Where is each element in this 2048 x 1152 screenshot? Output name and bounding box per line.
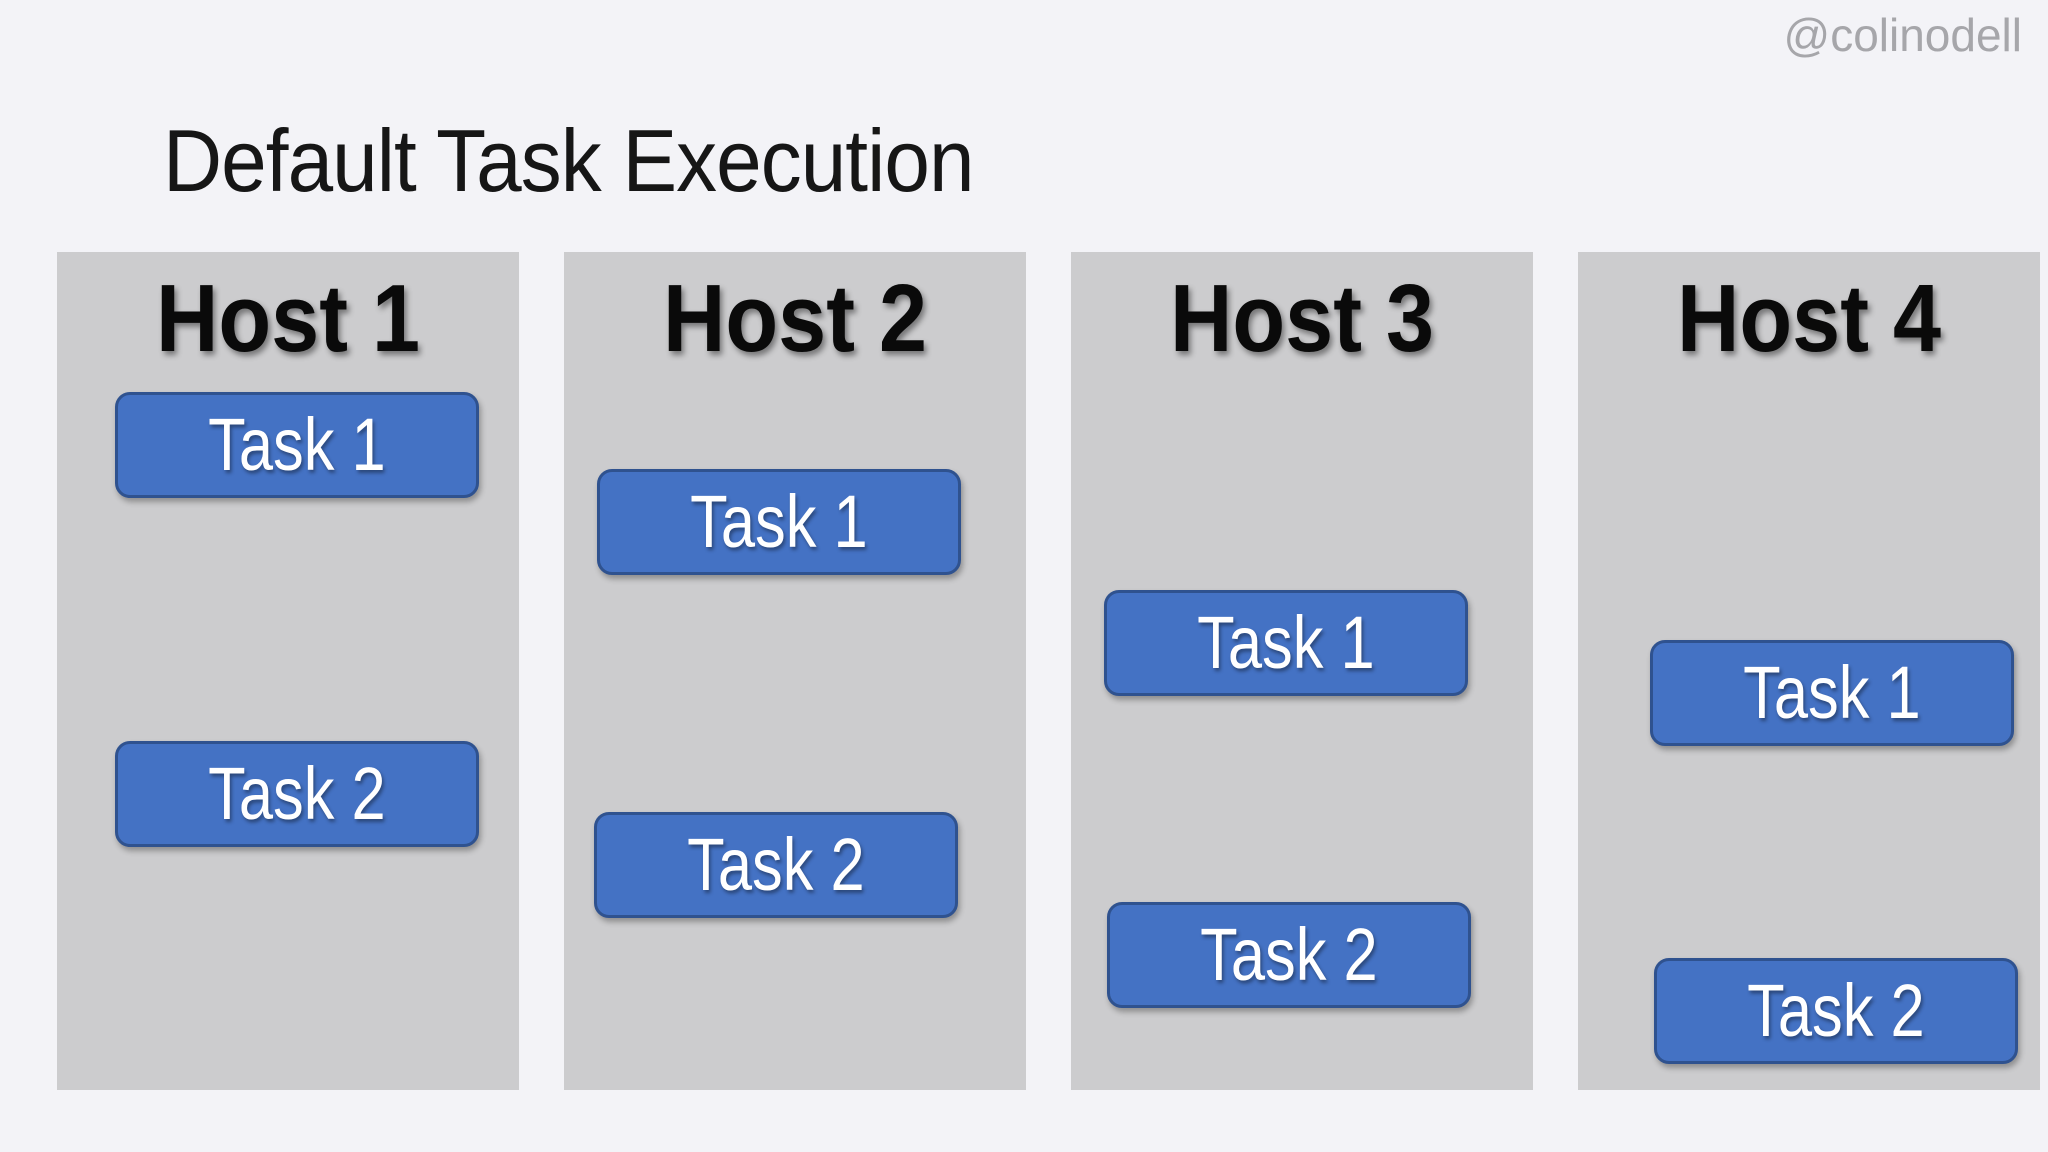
host-label: Host 1: [155, 265, 421, 372]
task-label: Task 1: [208, 403, 386, 486]
task-box: Task 2: [1654, 958, 2018, 1064]
host-column: Host 4 Task 1 Task 2: [1578, 252, 2040, 1090]
host-column: Host 2 Task 1 Task 2: [564, 252, 1026, 1090]
task-box: Task 2: [1107, 902, 1471, 1008]
task-label: Task 2: [1747, 969, 1925, 1052]
task-box: Task 1: [597, 469, 961, 575]
task-box: Task 2: [115, 741, 479, 847]
page-title: Default Task Execution: [163, 111, 974, 210]
task-label: Task 1: [690, 480, 868, 563]
host-label: Host 3: [1169, 265, 1435, 372]
task-label: Task 2: [1200, 913, 1378, 996]
task-box: Task 1: [1104, 590, 1468, 696]
task-box: Task 1: [115, 392, 479, 498]
host-column: Host 3 Task 1 Task 2: [1071, 252, 1533, 1090]
host-label: Host 4: [1676, 265, 1942, 372]
task-box: Task 1: [1650, 640, 2014, 746]
task-label: Task 1: [1743, 651, 1921, 734]
host-column: Host 1 Task 1 Task 2: [57, 252, 519, 1090]
task-box: Task 2: [594, 812, 958, 918]
watermark: @colinodell: [1783, 9, 2023, 61]
task-label: Task 2: [208, 752, 386, 835]
task-label: Task 2: [687, 823, 865, 906]
host-label: Host 2: [662, 265, 928, 372]
task-label: Task 1: [1197, 601, 1375, 684]
